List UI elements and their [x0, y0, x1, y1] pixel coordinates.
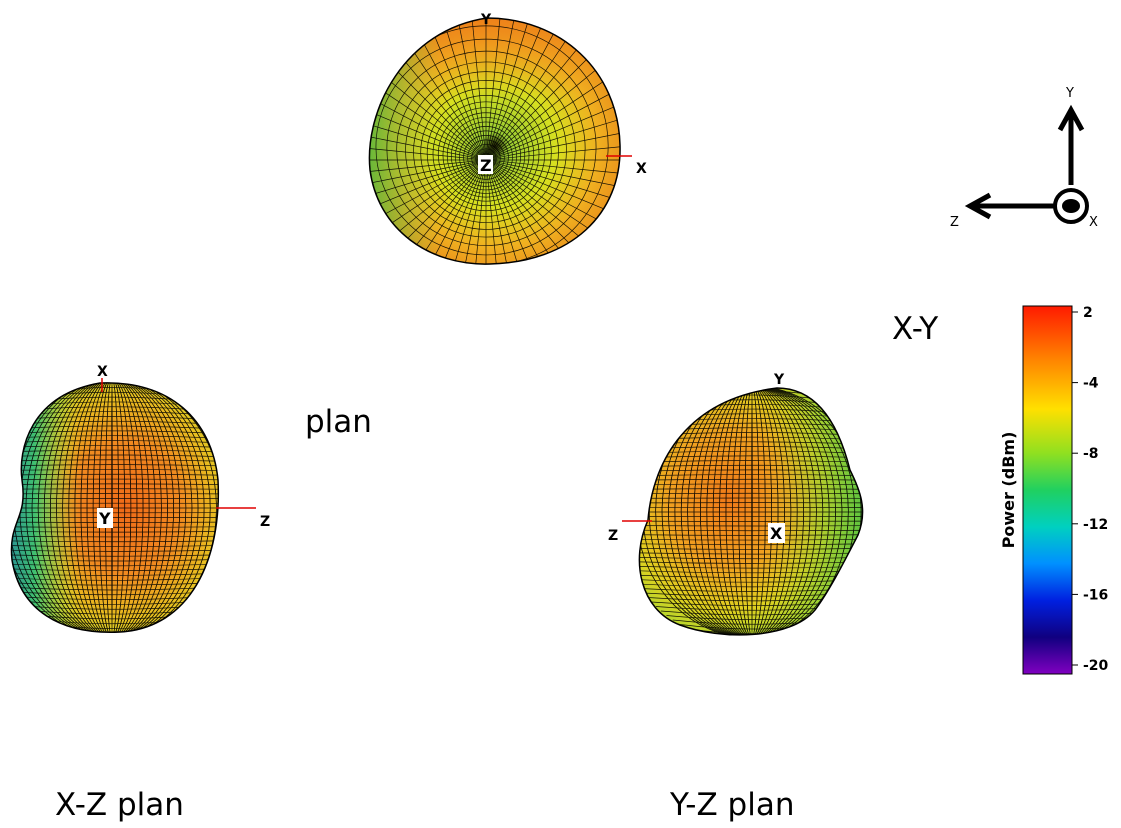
- xz-top-axis-label: X: [97, 364, 108, 380]
- colorbar-gradient: [1022, 305, 1073, 675]
- triad-left-arrow-icon: [964, 192, 992, 220]
- xz-center-label-box: [97, 508, 113, 528]
- yz-center-axis-label: X: [770, 524, 783, 543]
- xy-view: Y X Z: [368, 12, 647, 265]
- triad-up-label: Y: [1065, 86, 1074, 101]
- colorbar-tick-label: -20: [1083, 658, 1109, 674]
- caption-xy-line1: X-Y: [892, 311, 938, 347]
- yz-pattern-surface: [638, 387, 864, 636]
- colorbar-tick-label: -12: [1083, 517, 1108, 533]
- caption-yz: Y-Z plan: [669, 787, 794, 823]
- caption-xz: X-Z plan: [55, 787, 184, 823]
- axis-triad: Y Z X: [950, 86, 1098, 230]
- xz-pattern-surface: [10, 382, 220, 633]
- xy-center-axis-label: Z: [480, 156, 492, 175]
- triad-up-arrow-icon: [1057, 104, 1085, 132]
- yz-left-axis-label: Z: [608, 528, 618, 544]
- triad-left-label: Z: [950, 215, 959, 230]
- yz-view: Y Z X: [608, 372, 864, 636]
- colorbar: 2 -4 -8 -12 -16 -20 Power (dBm): [999, 305, 1109, 675]
- yz-center-label-box: [768, 523, 785, 543]
- colorbar-title: Power (dBm): [999, 432, 1018, 549]
- xz-right-axis-label: Z: [260, 514, 270, 530]
- xy-center-label-box: [478, 155, 493, 174]
- colorbar-tick-label: 2: [1083, 305, 1093, 321]
- yz-top-axis-label: Y: [773, 372, 785, 388]
- xy-right-axis-label: X: [636, 161, 647, 177]
- caption-xy-line2: plan: [305, 404, 372, 440]
- xy-top-axis-label: Y: [480, 12, 492, 28]
- xz-center-axis-label: Y: [98, 509, 111, 528]
- colorbar-tick-label: -8: [1083, 446, 1099, 462]
- colorbar-tick-label: -16: [1083, 587, 1108, 603]
- triad-out-label: X: [1089, 215, 1098, 230]
- xy-pattern-surface: [368, 17, 621, 265]
- xz-view: X Z Y: [10, 364, 270, 633]
- colorbar-tick-label: -4: [1083, 376, 1099, 392]
